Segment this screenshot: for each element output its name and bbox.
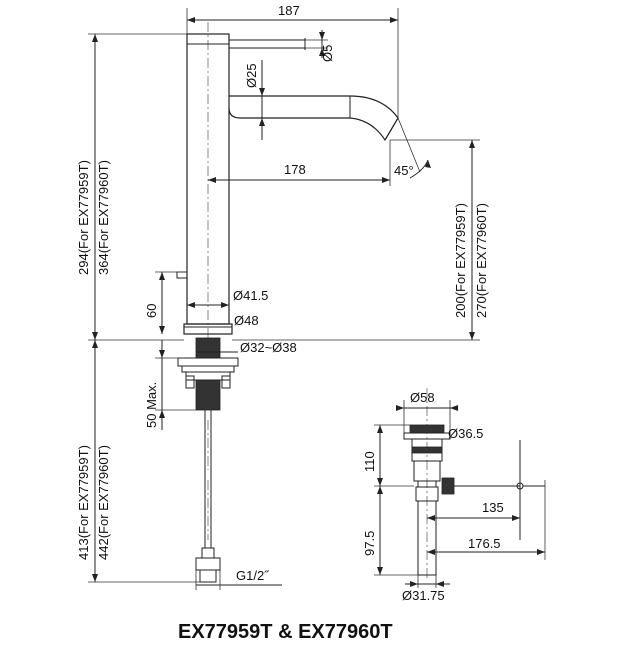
dim-hose-length: 413(For EX77959T) 442(For EX77960T) <box>76 340 200 583</box>
dim-spout-height-b: 270(For EX77960T) <box>474 203 489 318</box>
faucet-body <box>176 22 233 340</box>
dim-waste-tail: Ø31.75 <box>402 575 450 603</box>
dim-178: 178 <box>208 140 391 186</box>
dim-hole-dia: Ø32~Ø38 <box>196 340 297 355</box>
dim-waste-110: 110 <box>362 424 414 487</box>
dim-hose-length-b: 442(For EX77960T) <box>96 445 111 560</box>
dim-waste-flange: Ø36.5 <box>412 426 483 441</box>
dim-lever-dia-label: Ø5 <box>320 45 335 62</box>
dim-waste-top: Ø58 <box>396 390 458 433</box>
drawing-caption: EX77959T & EX77960T <box>178 621 393 643</box>
dim-thread: G1/2˝ <box>195 568 282 590</box>
dim-50-max: 50 Max. <box>144 340 196 430</box>
dim-base-dia: Ø48 <box>184 313 259 328</box>
dim-60-label: 60 <box>144 304 159 318</box>
dim-60: 60 <box>144 271 187 334</box>
dim-base-dia-label: Ø48 <box>234 313 259 328</box>
dim-waste-110-label: 110 <box>362 451 377 472</box>
dim-angle-label: 45° <box>394 163 414 178</box>
dim-50-max-label: 50 Max. <box>144 382 159 428</box>
dim-waste-97-5-label: 97.5 <box>362 531 377 556</box>
dim-lever-dia: Ø5 <box>305 30 335 62</box>
dim-spout-dia-label: Ø25 <box>244 63 259 88</box>
dim-waste-135: 135 <box>427 500 520 521</box>
waste-detail <box>403 388 545 580</box>
dim-waste-97-5: 97.5 <box>362 486 418 576</box>
spout <box>228 95 399 142</box>
dim-total-height-b: 364(For EX77960T) <box>96 160 111 275</box>
dim-angle: 45° <box>390 117 440 179</box>
dim-hose-length-a: 413(For EX77959T) <box>76 445 91 560</box>
dim-waste-tail-label: Ø31.75 <box>402 588 445 603</box>
dim-waste-flange-label: Ø36.5 <box>448 426 483 441</box>
dim-spout-dia: Ø25 <box>244 60 265 140</box>
dim-waste-176-5-label: 176.5 <box>468 536 501 551</box>
dim-187-label: 187 <box>278 3 300 18</box>
dim-187: 187 <box>186 3 399 118</box>
dim-total-height-a: 294(For EX77959T) <box>76 160 91 275</box>
dim-body-dia: Ø41.5 <box>187 288 268 308</box>
dim-body-dia-label: Ø41.5 <box>233 288 268 303</box>
dim-hole-dia-label: Ø32~Ø38 <box>240 340 297 355</box>
dim-spout-height: 200(For EX77959T) 270(For EX77960T) <box>232 139 489 341</box>
supply-hose <box>195 410 221 583</box>
dim-spout-height-a: 200(For EX77959T) <box>453 203 468 318</box>
dim-waste-top-label: Ø58 <box>410 390 435 405</box>
dim-waste-135-label: 135 <box>482 500 504 515</box>
dim-178-label: 178 <box>284 162 306 177</box>
mounting-shank <box>177 337 239 411</box>
lever-handle <box>228 38 306 50</box>
dim-total-height: 294(For EX77959T) 364(For EX77960T) <box>76 33 187 341</box>
dim-thread-label: G1/2˝ <box>236 568 270 583</box>
dim-waste-176-5: 176.5 <box>427 480 546 560</box>
